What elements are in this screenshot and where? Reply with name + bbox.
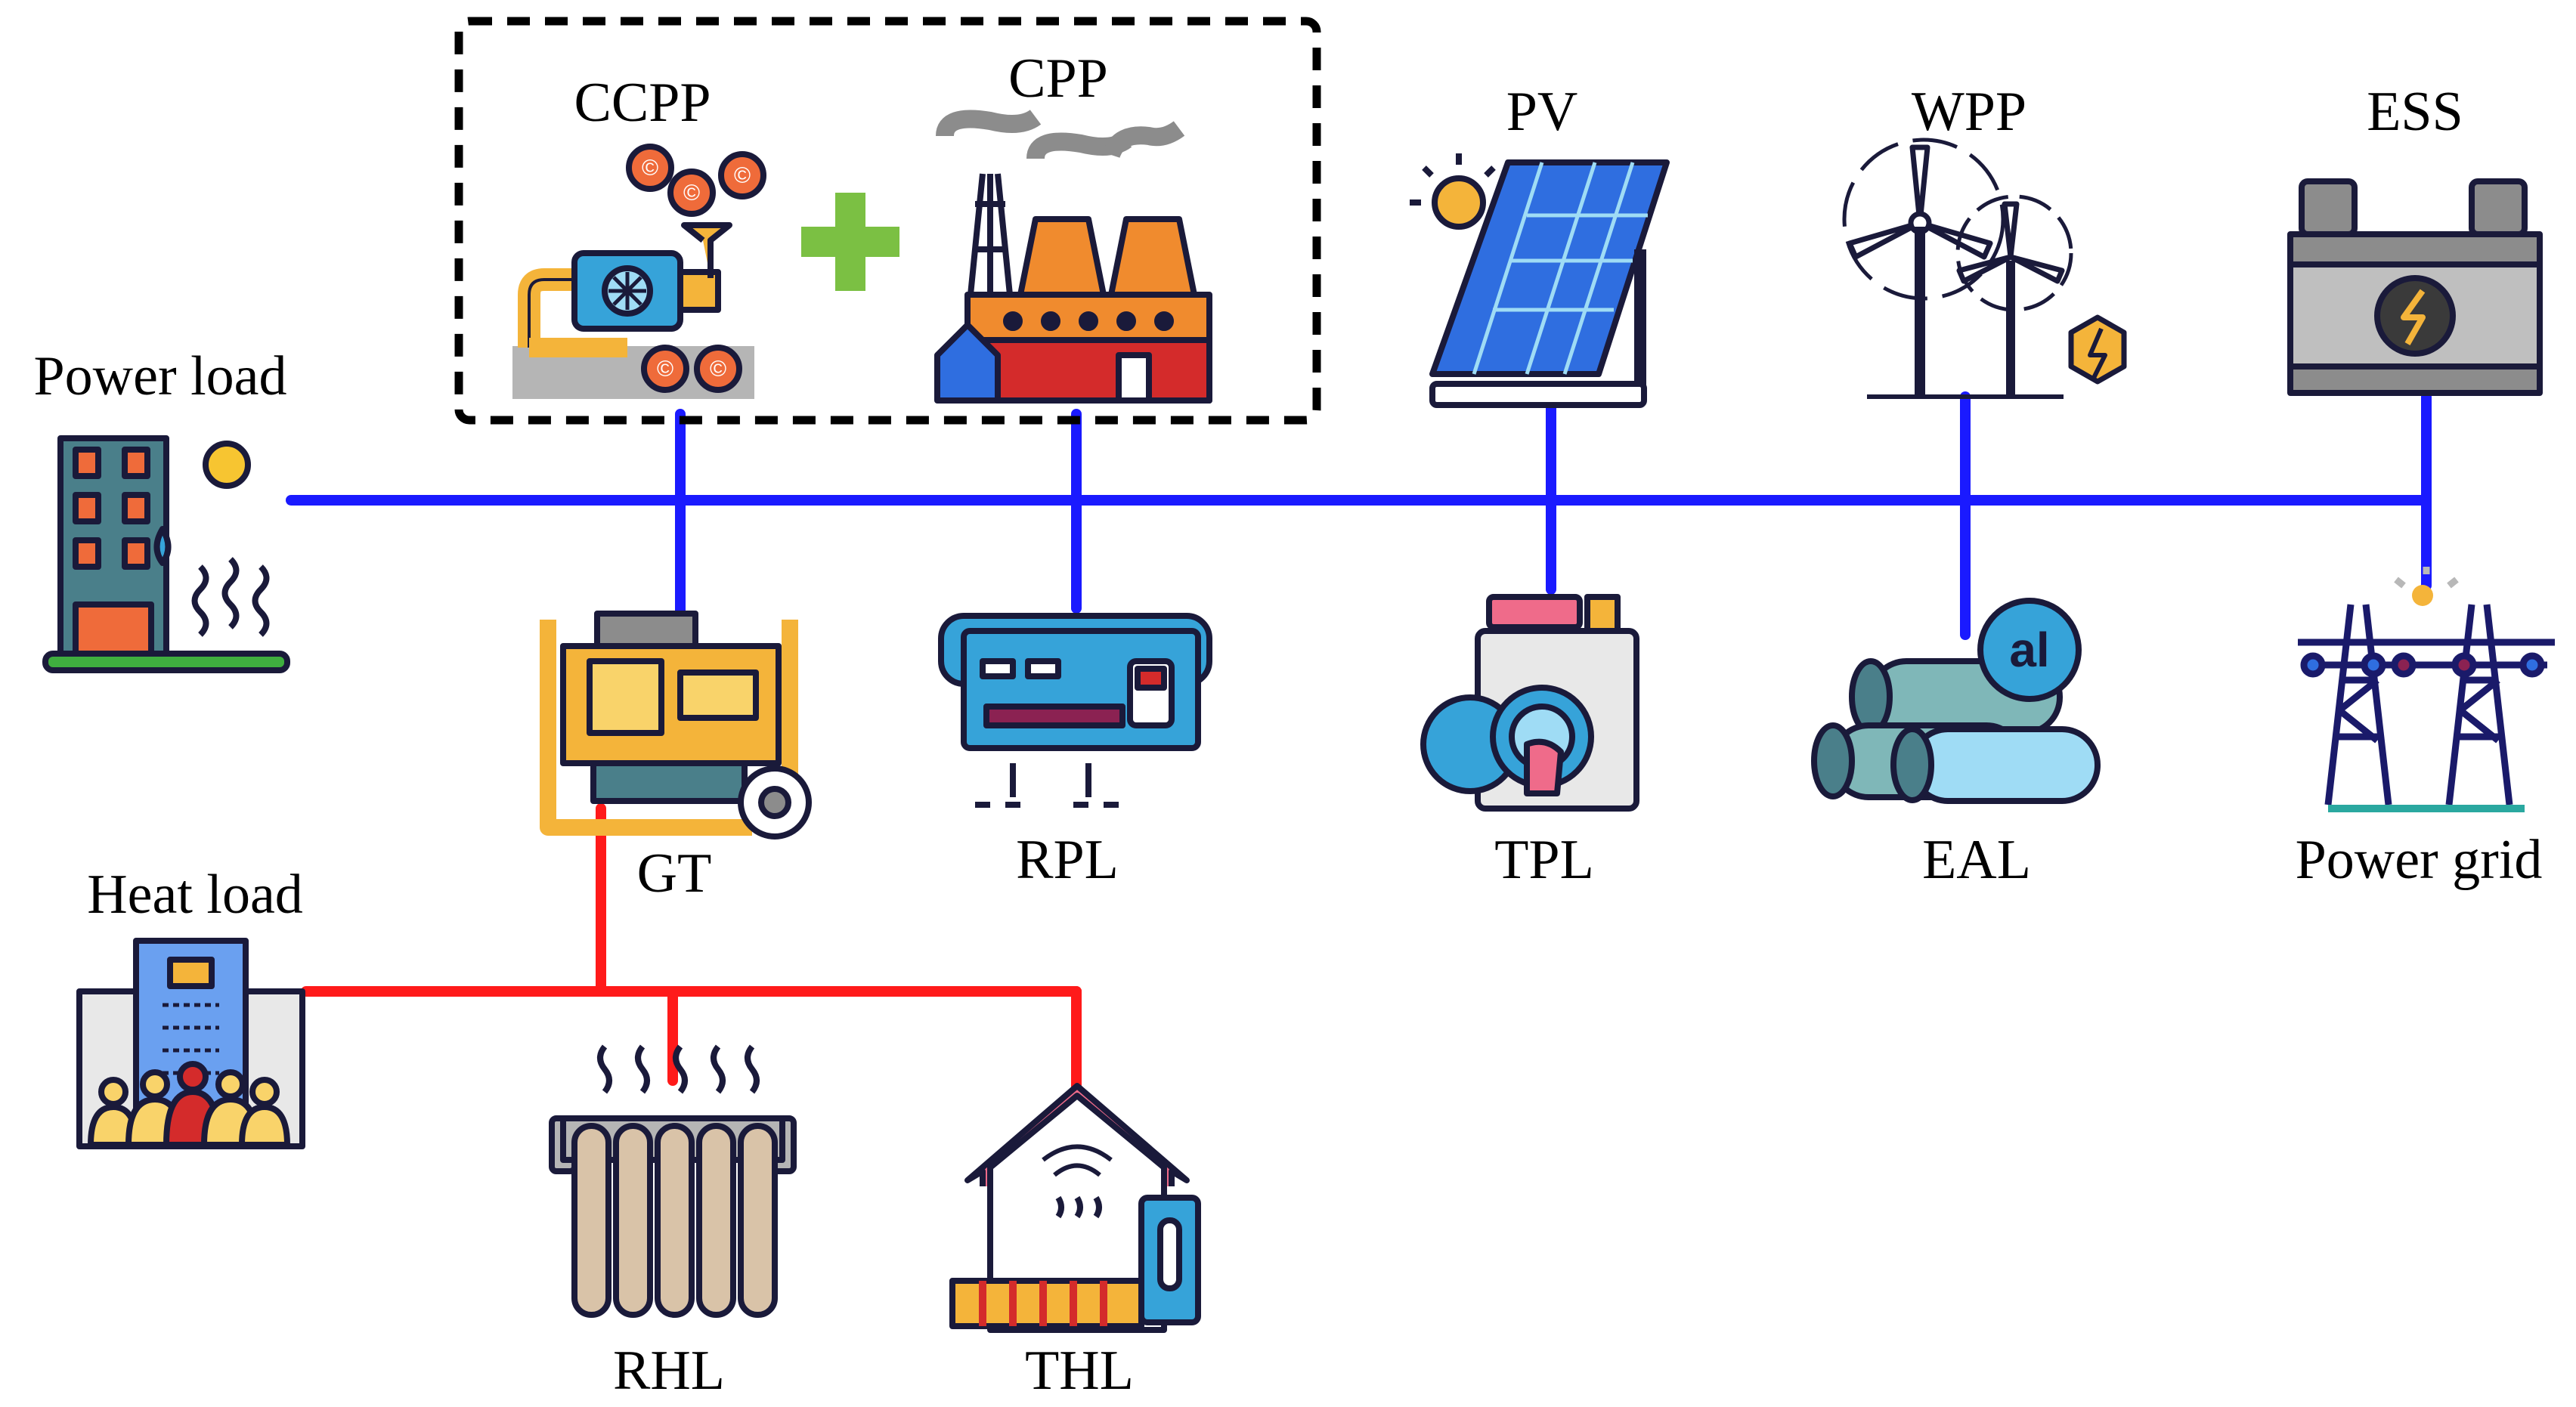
svg-text:©: © <box>642 156 658 181</box>
ccpp-label: CCPP <box>574 72 711 134</box>
washing-machine-icon <box>1420 594 1639 812</box>
carbon-capture-plant-icon: © © © © © <box>512 144 766 399</box>
gas-turbine-generator-icon <box>540 611 812 840</box>
aluminum-ingot-icon <box>1811 598 2101 804</box>
power-grid-label: Power grid <box>2296 829 2543 891</box>
svg-text:©: © <box>734 163 751 188</box>
building-load-icon <box>42 435 290 673</box>
cpp-label: CPP <box>1008 48 1108 110</box>
gt-label: GT <box>637 843 712 904</box>
ess-label: ESS <box>2367 81 2463 143</box>
plus-icon <box>801 193 899 291</box>
heat-load-label: Heat load <box>87 864 303 926</box>
pv-label: PV <box>1506 81 1578 143</box>
air-conditioner-icon <box>938 613 1212 808</box>
coal-power-plant-icon <box>934 109 1212 404</box>
battery-storage-icon <box>2287 178 2543 396</box>
thl-label: THL <box>1025 1340 1134 1402</box>
heat-bus <box>301 803 1082 1093</box>
rhl-label: RHL <box>613 1340 725 1402</box>
wpp-label: WPP <box>1912 81 2026 143</box>
svg-text:©: © <box>657 357 673 382</box>
power-load-label: Power load <box>34 345 287 407</box>
svg-text:©: © <box>683 181 700 206</box>
rpl-label: RPL <box>1016 829 1119 891</box>
wind-turbine-icon <box>1842 138 2127 399</box>
transmission-tower-icon <box>2298 567 2555 812</box>
generation-group-box <box>454 17 1321 425</box>
radiator-icon <box>549 1044 797 1318</box>
eal-badge-text: al <box>2009 623 2049 677</box>
tpl-label: TPL <box>1494 829 1594 891</box>
svg-text:©: © <box>710 357 726 382</box>
solar-panel-icon <box>1410 153 1670 408</box>
smart-house-heating-icon <box>949 1083 1201 1333</box>
eal-label: EAL <box>1922 829 2031 891</box>
power-bus <box>286 391 2432 640</box>
heat-load-building-icon <box>76 938 305 1149</box>
